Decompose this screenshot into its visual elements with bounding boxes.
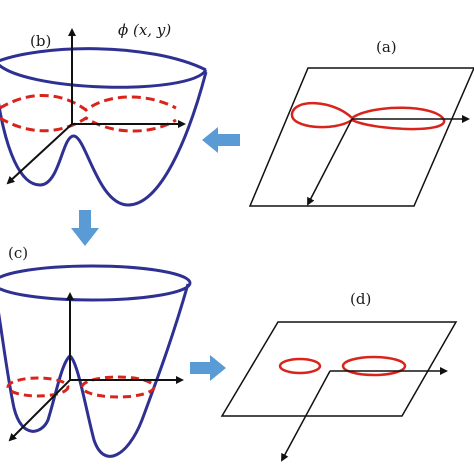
panel-d: (d) (220, 290, 458, 462)
panel-d-plane (220, 321, 458, 417)
panel-c: (c) (0, 244, 192, 458)
panel-b-contour-lower (0, 116, 177, 133)
panel-a-label: (a) (376, 38, 397, 56)
panel-c-surface-rim (0, 264, 192, 302)
axis-label-phi: ϕ (x, y) (118, 21, 171, 39)
panel-a: (a) (248, 38, 474, 207)
panel-a-contour (290, 102, 446, 131)
panel-b-contour-upper (0, 94, 177, 112)
panel-d-axis-down (281, 370, 331, 462)
panel-b-axis-left (6, 123, 73, 185)
panel-c-axis-left (8, 379, 71, 442)
panel-b-surface-profile (0, 71, 208, 207)
panel-b-surface-rim-front (0, 63, 208, 89)
panel-a-axis-down (307, 118, 353, 206)
panel-b-label: (b) (30, 32, 51, 50)
panel-a-plane (248, 67, 474, 207)
panel-c-contour-left (6, 376, 70, 398)
panel-c-contour-right (80, 375, 156, 399)
arrow-a-to-b (202, 127, 240, 153)
panel-d-label: (d) (350, 290, 371, 308)
arrow-b-to-c (71, 210, 99, 246)
panel-d-contour-right (341, 355, 407, 377)
arrow-c-to-d (190, 355, 226, 381)
panel-d-contour-left (278, 357, 322, 375)
panel-c-label: (c) (8, 244, 28, 262)
panel-b: (b) ϕ (x, y) (0, 21, 208, 207)
panel-c-surface-profile (0, 283, 190, 458)
panel-b-surface-rim-back (0, 47, 207, 72)
